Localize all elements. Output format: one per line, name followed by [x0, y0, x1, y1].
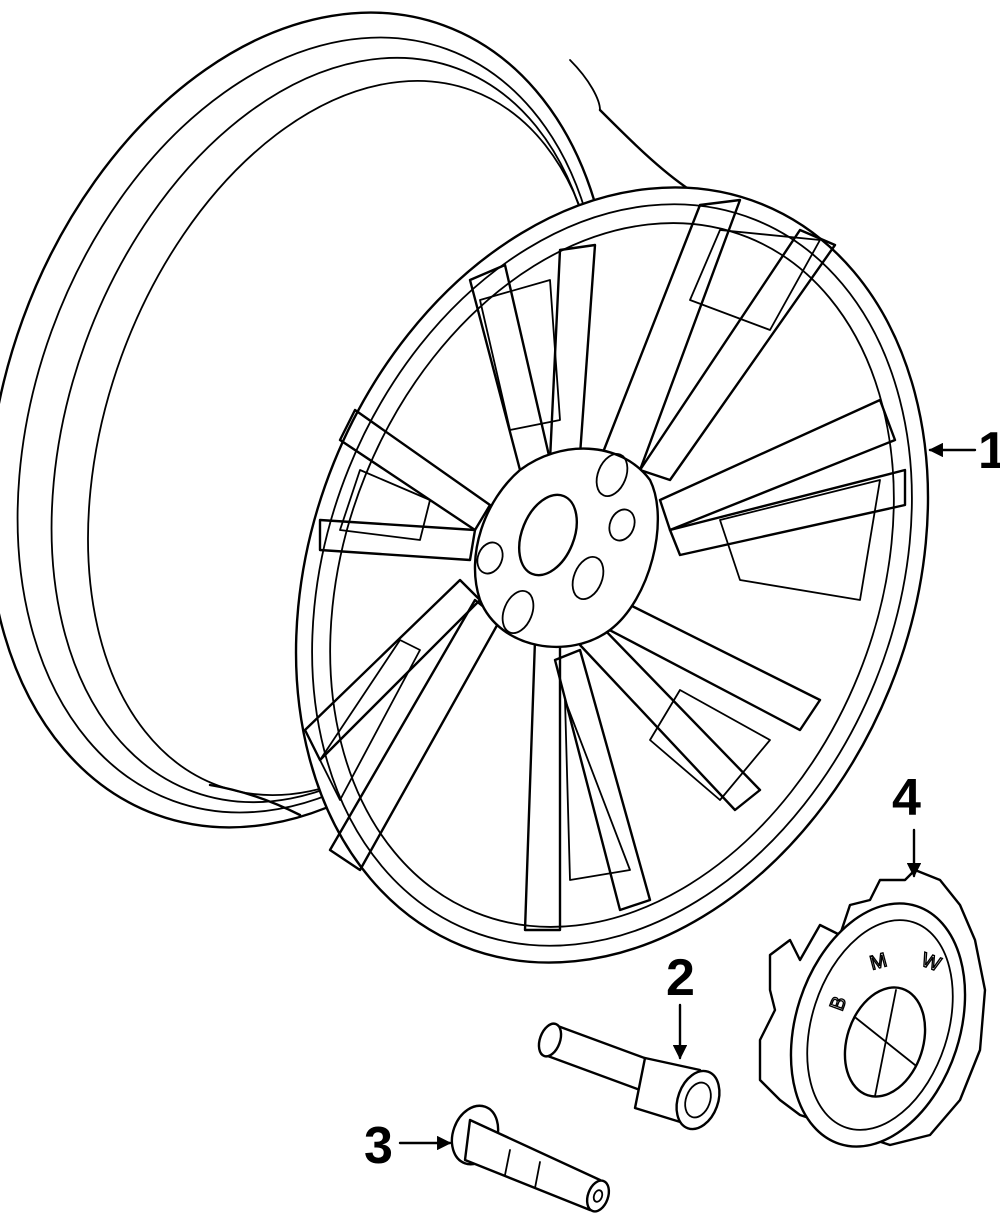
bolt-hole	[571, 556, 605, 600]
callout-2[interactable]: 2	[666, 949, 695, 1060]
center-bore	[518, 493, 578, 577]
emblem-letter-m: M	[868, 949, 890, 975]
callout-4[interactable]: 4	[892, 769, 922, 878]
wheel-bolt-part[interactable]	[535, 1021, 727, 1135]
callout-3[interactable]: 3	[364, 1117, 452, 1175]
wheel-part[interactable]	[0, 0, 1000, 1058]
wheel-hub	[473, 447, 660, 649]
valve-stem-part[interactable]	[444, 1099, 613, 1214]
bolt-hole	[608, 508, 636, 542]
emblem-roundel	[843, 986, 927, 1098]
bolt-hole	[476, 541, 504, 575]
callout-label: 1	[978, 422, 1000, 480]
bolt-hole	[595, 453, 629, 497]
center-cap-part[interactable]: B M W	[758, 868, 995, 1169]
callout-1[interactable]: 1	[928, 422, 1000, 480]
callout-label: 2	[666, 949, 695, 1007]
callout-label: 3	[364, 1117, 393, 1175]
bolt-hole	[501, 590, 535, 634]
callout-label: 4	[892, 769, 921, 827]
